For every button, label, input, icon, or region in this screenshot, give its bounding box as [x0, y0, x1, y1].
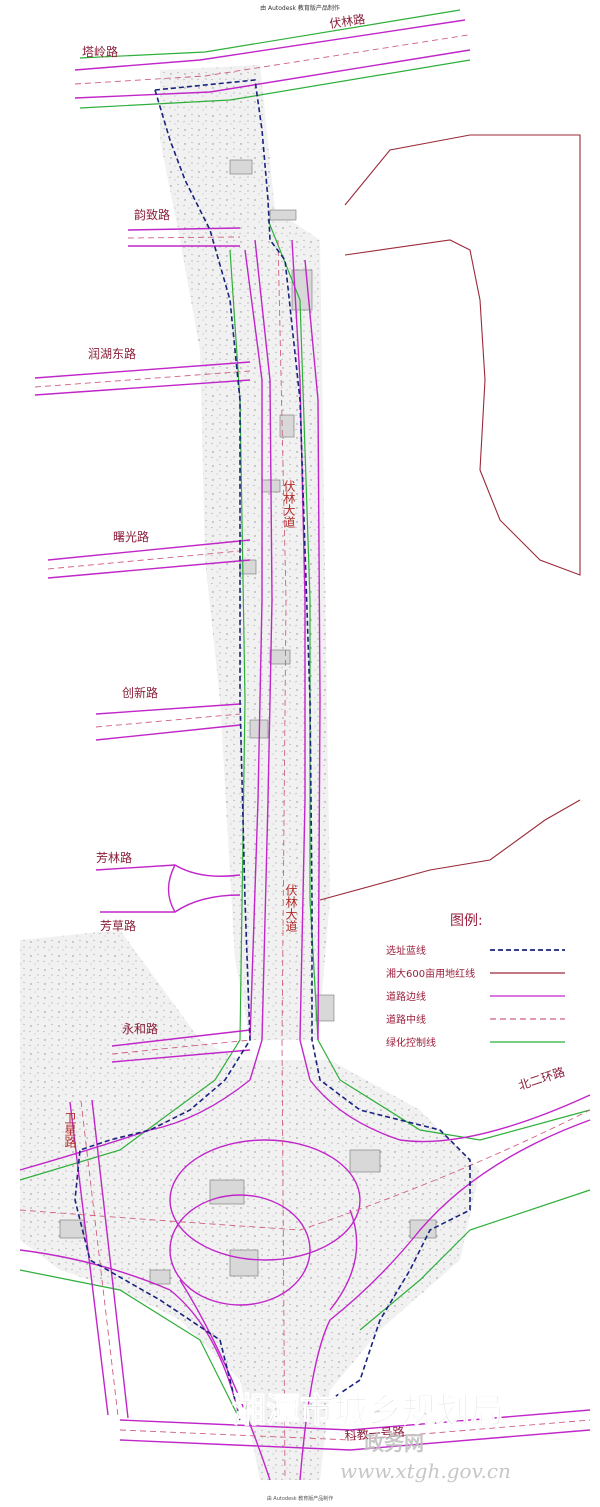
watermark-url: www.xtgh.gov.cn: [340, 1459, 511, 1483]
road-label-talin: 塔岭路: [82, 44, 118, 59]
road-label-fulin: 伏林路: [328, 11, 366, 31]
legend-item-label: 绿化控制线: [386, 1036, 436, 1049]
red-boundary-line: [319, 134, 581, 901]
road-label-fanglin: 芳林路: [96, 850, 132, 865]
road-label-kejiao-1: 科教一号路: [344, 1424, 405, 1443]
road-label-shuguang: 曙光路: [113, 529, 149, 544]
legend-item-label: 选址蓝线: [386, 944, 426, 957]
legend-item-label: 湘大600亩用地红线: [386, 967, 475, 980]
header-note: 由 Autodesk 教育版产品制作: [260, 4, 340, 12]
legend-item-label: 道路边线: [386, 990, 426, 1003]
road-label-yunzhi: 韵致路: [134, 207, 170, 222]
terrain-area: [160, 65, 330, 1040]
road-label-beierhuan: 北二环路: [516, 1064, 566, 1093]
watermark: 湘潭市城乡规划局 政务网 www.xtgh.gov.cn: [232, 1391, 511, 1484]
legend-title: 图例:: [450, 913, 483, 929]
road-center-lines: [19, 34, 591, 1481]
road-label-weixing: 卫星路: [63, 1112, 77, 1149]
legend-item-label: 道路中线: [386, 1013, 426, 1026]
road-label-yonghe: 永和路: [122, 1021, 158, 1036]
road-label-fangcao: 芳草路: [100, 918, 136, 933]
road-label-fulin-avenue-north: 伏林大道: [282, 480, 296, 528]
watermark-site: 政务网: [364, 1431, 424, 1455]
road-label-chuangxin: 创新路: [122, 685, 158, 700]
site-blue-line: [74, 79, 471, 1421]
terrain-area-south: [20, 930, 480, 1480]
footer-note: 由 Autodesk 教育版产品制作: [267, 1495, 334, 1502]
road-label-fulin-avenue-south: 伏林大道: [284, 884, 298, 932]
road-edge-lines: [19, 19, 591, 1481]
watermark-agency: 湘潭市城乡规划局: [232, 1391, 504, 1431]
road-label-runhu-east: 润湖东路: [88, 346, 136, 361]
